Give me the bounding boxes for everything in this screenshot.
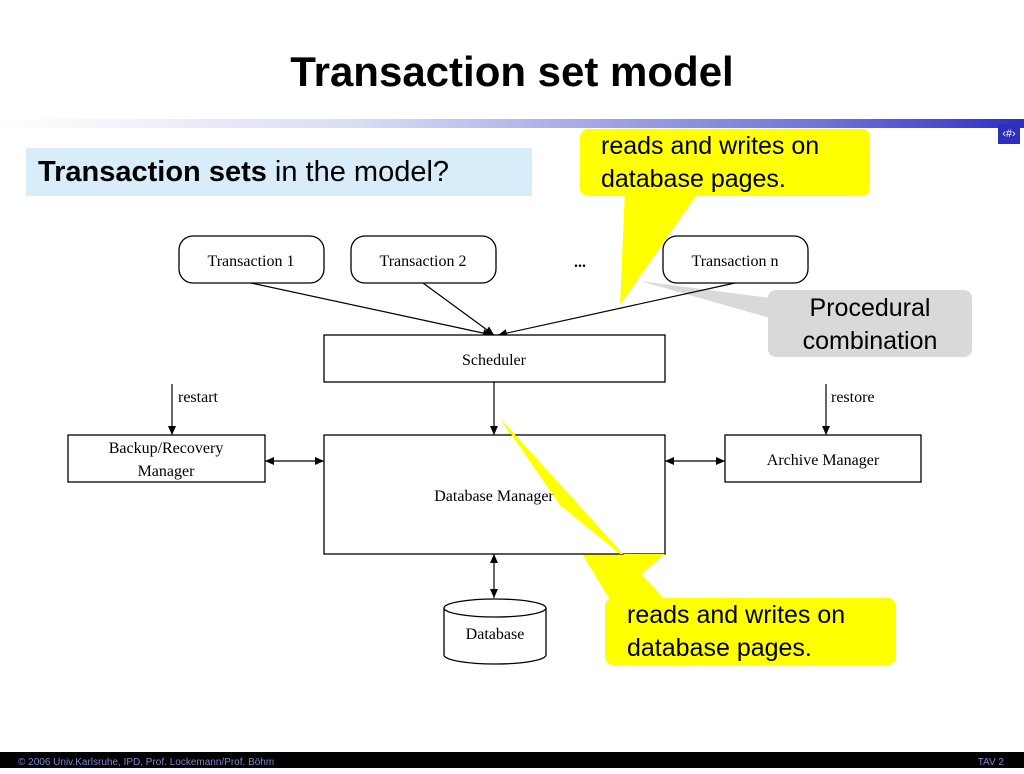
svg-text:Transaction 2: Transaction 2 bbox=[380, 253, 467, 270]
procedural-callout-pointer bbox=[640, 281, 770, 318]
archive-manager-box: Archive Manager bbox=[724, 434, 922, 483]
procedural-callout-text: Procedural combination bbox=[776, 292, 964, 358]
transaction-node: Transaction 1 bbox=[178, 235, 325, 284]
svg-text:Backup/Recovery: Backup/Recovery bbox=[109, 440, 224, 457]
restart-label: restart bbox=[178, 389, 219, 406]
transaction-node: Transaction 2 bbox=[350, 235, 497, 284]
top-callout-pointer bbox=[620, 190, 700, 305]
bottom-callout-pointer-overlay bbox=[500, 418, 665, 600]
database-cylinder: Database bbox=[443, 598, 547, 665]
svg-text:Database Manager: Database Manager bbox=[434, 488, 554, 505]
header-gradient-bar bbox=[0, 119, 1024, 128]
footer-copyright: © 2006 Univ.Karlsruhe, IPD, Prof. Lockem… bbox=[18, 757, 275, 768]
top-callout-box bbox=[580, 129, 870, 196]
transaction-node: Transaction n bbox=[662, 235, 809, 284]
transaction-ellipsis: ... bbox=[574, 254, 586, 271]
bottom-callout-line2: database pages. bbox=[627, 634, 812, 662]
bottom-callout-text: reads and writes on database pages. bbox=[627, 599, 845, 665]
scheduler-box: Scheduler bbox=[323, 334, 666, 383]
bottom-callout-box bbox=[605, 598, 896, 665]
database-manager-box: Database Manager bbox=[323, 434, 666, 555]
top-callout-line1: reads and writes on bbox=[601, 132, 820, 160]
top-callout-line2: database pages. bbox=[601, 165, 786, 193]
restore-label: restore bbox=[831, 389, 875, 406]
procedural-callout-box bbox=[768, 290, 972, 357]
top-callout-text: reads and writes on database pages. bbox=[601, 130, 819, 196]
svg-text:Archive Manager: Archive Manager bbox=[767, 452, 880, 469]
question-rest-text: in the model? bbox=[266, 156, 450, 188]
bottom-callout-line1: reads and writes on bbox=[627, 601, 846, 629]
page-number-badge: ‹#› bbox=[998, 124, 1020, 144]
svg-text:Database: Database bbox=[466, 626, 525, 643]
svg-text:Scheduler: Scheduler bbox=[462, 352, 527, 369]
procedural-callout-line2: combination bbox=[802, 327, 938, 355]
arrow-t1-scheduler bbox=[250, 282, 493, 338]
svg-text:Transaction 1: Transaction 1 bbox=[208, 253, 295, 270]
arrow-tn-scheduler bbox=[497, 282, 736, 337]
svg-text:Manager: Manager bbox=[138, 463, 196, 480]
arrow-t2-scheduler bbox=[422, 282, 495, 336]
footer-bar: © 2006 Univ.Karlsruhe, IPD, Prof. Lockem… bbox=[0, 752, 1024, 768]
question-box: Transaction sets in the model? bbox=[26, 148, 532, 196]
question-bold-text: Transaction sets bbox=[38, 156, 267, 188]
footer-slide-id: TAV 2 bbox=[977, 757, 1004, 768]
procedural-callout-line1: Procedural bbox=[809, 294, 931, 322]
svg-text:Transaction n: Transaction n bbox=[692, 253, 779, 270]
backup-recovery-manager-box: Backup/Recovery Manager bbox=[67, 434, 266, 483]
slide-title: Transaction set model bbox=[290, 48, 734, 95]
